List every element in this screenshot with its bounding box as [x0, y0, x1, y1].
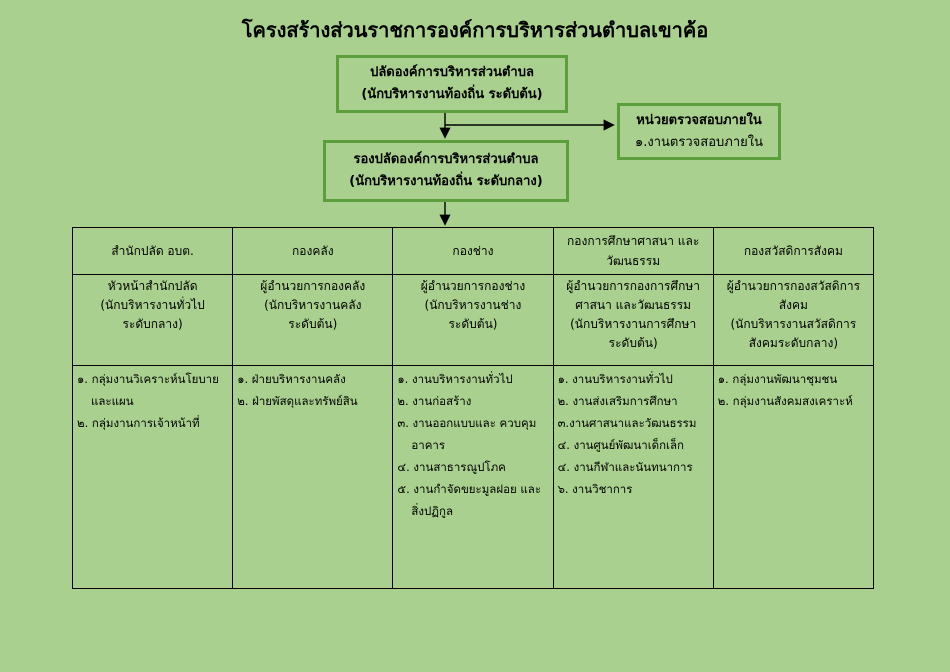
head-line: หัวหน้าสำนักปลัด	[107, 279, 198, 293]
division-name: สำนักปลัด อบต.	[71, 227, 234, 275]
task-item: ๓. งานออกแบบและ ควบคุมอาคาร	[397, 416, 537, 452]
head-line: (นักบริหารงานช่าง	[424, 298, 522, 312]
head-line: ระดับกลาง)	[122, 317, 183, 331]
division-tasks: ๑. กลุ่มงานพัฒนาชุมชน ๒. กลุ่มงานสังคมสง…	[712, 365, 875, 589]
task-item: ๔. งานกีฬาและนันทนาการ	[557, 460, 693, 474]
task-item: ๑. กลุ่มงานวิเคราะห์นโยบาย และแผน	[77, 372, 219, 408]
audit-title: หน่วยตรวจสอบภายใน	[636, 112, 762, 128]
clerk-rank: (นักบริหารงานท้องถิ่น ระดับต้น)	[361, 87, 543, 102]
internal-audit-box: หน่วยตรวจสอบภายใน ๑.งานตรวจสอบภายใน	[617, 103, 781, 160]
division-tasks-row: ๑. กลุ่มงานวิเคราะห์นโยบาย และแผน ๒. กลุ…	[71, 365, 875, 589]
page-title: โครงสร้างส่วนราชการองค์การบริหารส่วนตำบล…	[241, 18, 709, 42]
division-head: ผู้อำนวยการกองการศึกษา ศาสนา และวัฒนธรรม…	[552, 274, 714, 366]
division-head-row: หัวหน้าสำนักปลัด (นักบริหารงานทั่วไป ระด…	[71, 274, 875, 366]
division-tasks: ๑. งานบริหารงานทั่วไป ๒. งานส่งเสริมการศ…	[552, 365, 714, 589]
division-name: กองช่าง	[392, 227, 554, 275]
head-line: ผู้อำนวยการกองคลัง	[260, 279, 366, 293]
task-item: ๓.งานศาสนาและวัฒนธรรม	[557, 416, 697, 430]
head-line: ผู้อำนวยการกองการศึกษา	[566, 279, 701, 293]
divisions-table: สำนักปลัด อบต. กองคลัง กองช่าง กองการศึก…	[71, 227, 875, 589]
task-item: ๒. ฝ่ายพัสดุและทรัพย์สิน	[237, 394, 358, 408]
head-line: ระดับต้น)	[288, 317, 338, 331]
deputy-rank: (นักบริหารงานท้องถิ่น ระดับกลาง)	[349, 174, 543, 189]
head-line: สังคม	[778, 298, 808, 312]
clerk-title: ปลัดองค์การบริหารส่วนตำบล	[370, 65, 534, 80]
division-tasks: ๑. กลุ่มงานวิเคราะห์นโยบาย และแผน ๒. กลุ…	[71, 365, 234, 589]
head-line: ศาสนา และวัฒนธรรม	[575, 298, 692, 312]
task-item: ๒. กลุ่มงานสังคมสงเคราะห์	[717, 394, 853, 408]
head-line: (นักบริหารงานทั่วไป	[100, 298, 205, 312]
deputy-clerk-box: รองปลัดองค์การบริหารส่วนตำบล (นักบริหารง…	[323, 140, 569, 202]
head-line: ผู้อำนวยการกองสวัสดิการ	[726, 279, 861, 293]
division-tasks: ๑. ฝ่ายบริหารงานคลัง ๒. ฝ่ายพัสดุและทรัพ…	[232, 365, 394, 589]
task-item: ๑. ฝ่ายบริหารงานคลัง	[237, 372, 346, 386]
task-item: ๑. งานบริหารงานทั่วไป	[397, 372, 513, 386]
task-item: ๑. กลุ่มงานพัฒนาชุมชน	[717, 372, 838, 386]
head-line: ระดับต้น)	[608, 336, 658, 350]
task-item: ๖. งานวิชาการ	[557, 482, 633, 496]
division-name: กองสวัสดิการสังคม	[712, 227, 875, 275]
task-item: ๕. งานกำจัดขยะมูลฝอย และสิ่งปฏิกูล	[397, 482, 542, 518]
head-line: (นักบริหารงานสวัสดิการ	[730, 317, 857, 331]
division-name: กองคลัง	[232, 227, 394, 275]
task-item: ๒. งานก่อสร้าง	[397, 394, 472, 408]
division-name: กองการศึกษาศาสนา และวัฒนธรรม	[552, 227, 714, 275]
audit-task: ๑.งานตรวจสอบภายใน	[635, 134, 763, 150]
task-item: ๑. งานบริหารงานทั่วไป	[557, 372, 673, 386]
task-item: ๔. งานศูนย์พัฒนาเด็กเล็ก	[557, 438, 685, 452]
division-head: หัวหน้าสำนักปลัด (นักบริหารงานทั่วไป ระด…	[71, 274, 234, 366]
head-line: (นักบริหารงานการศึกษา	[570, 317, 697, 331]
deputy-title: รองปลัดองค์การบริหารส่วนตำบล	[353, 152, 539, 167]
division-head: ผู้อำนวยการกองสวัสดิการ สังคม (นักบริหาร…	[712, 274, 875, 366]
division-head: ผู้อำนวยการกองคลัง (นักบริหารงานคลัง ระด…	[232, 274, 394, 366]
head-line: สังคมระดับกลาง)	[748, 336, 839, 350]
task-item: ๒. กลุ่มงานการเจ้าหน้าที่	[77, 416, 200, 430]
division-tasks: ๑. งานบริหารงานทั่วไป ๒. งานก่อสร้าง ๓. …	[392, 365, 554, 589]
head-line: (นักบริหารงานคลัง	[264, 298, 362, 312]
division-head: ผู้อำนวยการกองช่าง (นักบริหารงานช่าง ระด…	[392, 274, 554, 366]
clerk-box: ปลัดองค์การบริหารส่วนตำบล (นักบริหารงานท…	[336, 55, 568, 113]
task-item: ๔. งานสาธารณูปโภค	[397, 460, 506, 474]
task-item: ๒. งานส่งเสริมการศึกษา	[557, 394, 678, 408]
division-name-row: สำนักปลัด อบต. กองคลัง กองช่าง กองการศึก…	[71, 227, 875, 275]
head-line: ผู้อำนวยการกองช่าง	[420, 279, 526, 293]
head-line: ระดับต้น)	[448, 317, 498, 331]
